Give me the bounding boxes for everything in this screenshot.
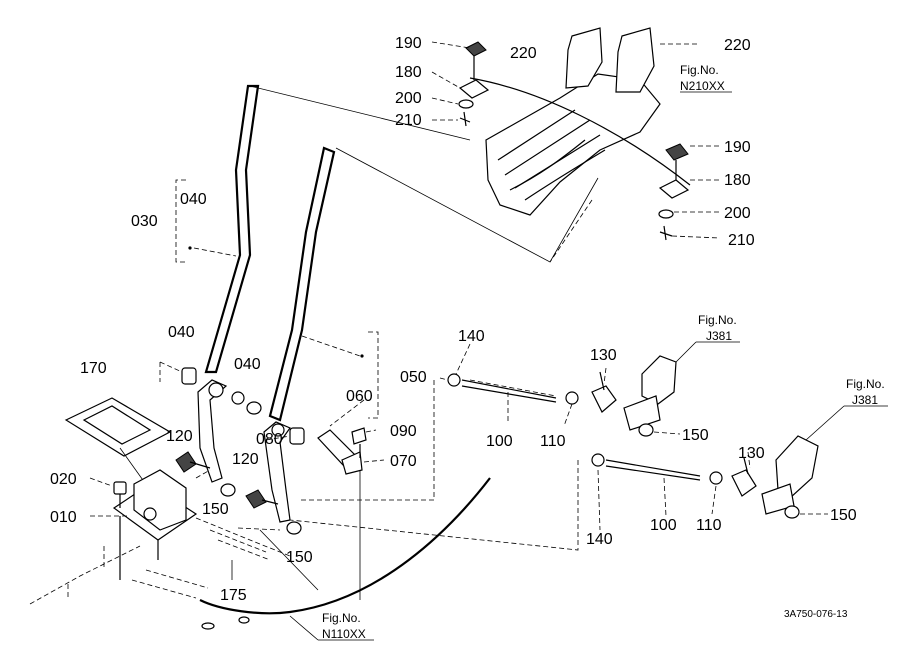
label-120-b: 120: [232, 451, 259, 468]
drawing-code: 3A750-076-13: [784, 609, 848, 620]
label-130-top: 130: [590, 347, 617, 364]
nut-150-b: [286, 521, 302, 535]
label-100-top: 100: [486, 433, 513, 450]
label-070: 070: [390, 453, 417, 470]
label-200-top: 200: [395, 90, 422, 107]
label-020: 020: [50, 471, 77, 488]
label-170: 170: [80, 360, 107, 377]
bolt-120-a: [175, 451, 211, 473]
fig-ref-j381-b-label: Fig.No.: [846, 377, 885, 391]
label-180-right: 180: [724, 172, 751, 189]
bracket-010: [112, 469, 198, 580]
bolt-120-b: [245, 489, 279, 509]
cable-main: [199, 477, 491, 615]
fig-ref-n110xx-label: Fig.No.: [322, 611, 361, 625]
rod-assembly-2: [591, 435, 819, 519]
label-130-bottom: 130: [738, 445, 765, 462]
bolt-090: [351, 427, 367, 458]
fig-ref-n110xx-code: N110XX: [322, 627, 366, 641]
bolt-020: [113, 481, 127, 508]
label-040-top: 040: [180, 191, 207, 208]
label-210-top: 210: [395, 112, 422, 129]
label-150-d: 150: [830, 507, 857, 524]
label-190-top: 190: [395, 35, 422, 52]
fig-ref-j381-a-code: J381: [706, 329, 732, 343]
label-040-right: 040: [234, 356, 261, 373]
label-190-right: 190: [724, 139, 751, 156]
label-060: 060: [346, 388, 373, 405]
label-010: 010: [50, 509, 77, 526]
label-220-left: 220: [510, 45, 537, 62]
label-150-c: 150: [682, 427, 709, 444]
lever-right: [263, 146, 336, 523]
seat-plate: [485, 73, 661, 216]
nut-150-a: [220, 483, 236, 497]
label-175: 175: [220, 587, 247, 604]
label-150-a: 150: [202, 501, 229, 518]
label-110-bottom: 110: [696, 517, 722, 534]
cable-top: [469, 77, 691, 186]
label-050: 050: [400, 369, 427, 386]
bushing-040-right: [231, 391, 262, 415]
fig-ref-j381-b-code: J381: [852, 393, 878, 407]
fig-ref-n210xx-label: Fig.No.: [680, 63, 719, 77]
label-220-right: 220: [724, 37, 751, 54]
lever-left: [197, 84, 260, 483]
label-040-mid: 040: [168, 324, 195, 341]
shaft-060: [289, 427, 363, 475]
fig-ref-j381-a-label: Fig.No.: [698, 313, 737, 327]
label-150-b: 150: [286, 549, 313, 566]
fig-ref-n210xx-code: N210XX: [680, 79, 725, 93]
knob-bolt-top: [458, 41, 490, 127]
label-090: 090: [390, 423, 417, 440]
label-100-bottom: 100: [650, 517, 677, 534]
plate-170: [64, 397, 172, 457]
seat-cushion-left: [565, 27, 603, 89]
base-plate-175: [131, 517, 291, 599]
label-080: 080: [256, 431, 283, 448]
knob-bolt-right: [658, 143, 690, 241]
label-180-top: 180: [395, 64, 422, 81]
bushing-040-left: [181, 367, 197, 385]
label-140-bottom: 140: [586, 531, 613, 548]
label-030: 030: [131, 213, 158, 230]
label-210-right: 210: [728, 232, 755, 249]
seat-cushion-right: [615, 27, 655, 93]
label-110-top: 110: [540, 433, 566, 450]
label-140-top: 140: [458, 328, 485, 345]
label-120-a: 120: [166, 428, 193, 445]
rod-assembly-1: [447, 355, 677, 437]
label-200-right: 200: [724, 205, 751, 222]
